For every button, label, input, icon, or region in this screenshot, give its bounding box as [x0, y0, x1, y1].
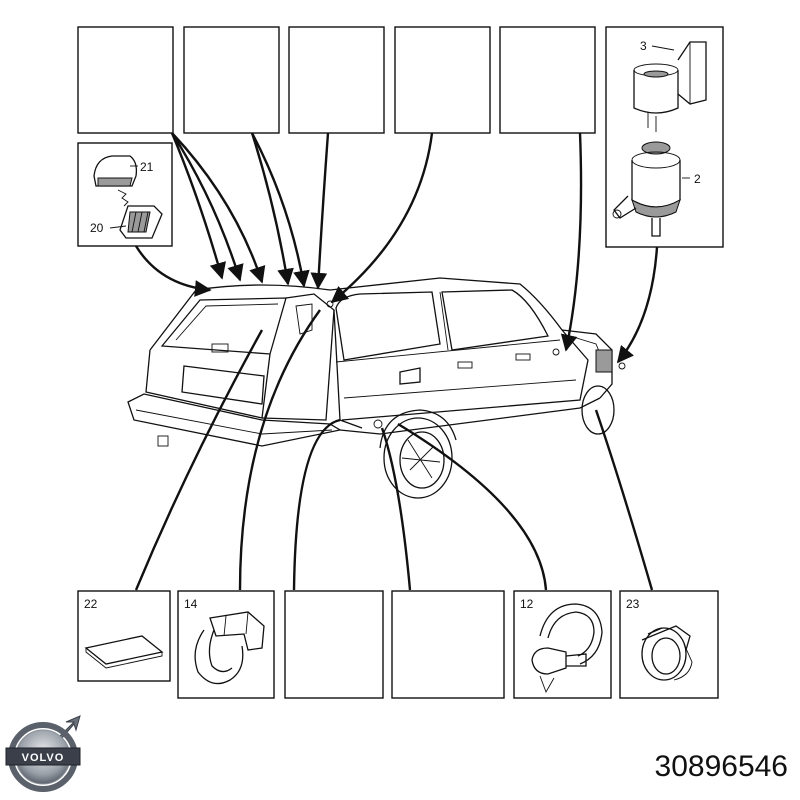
cable-tie-drawing [531, 603, 603, 694]
callout-box-22: 22 [77, 590, 171, 682]
callout-label-12: 12 [520, 597, 534, 611]
callout-label-3: 3 [640, 39, 647, 53]
callout-box-bottom-empty-2 [391, 590, 505, 699]
callout-label-21: 21 [140, 160, 154, 174]
callout-label-22: 22 [84, 597, 98, 611]
volvo-logo: VOLVO [5, 715, 81, 792]
callout-box-washer-pump: 3 2 [605, 26, 724, 248]
callout-box-12: 12 [513, 590, 612, 699]
callout-box-top-3 [288, 26, 385, 134]
logo-text: VOLVO [22, 752, 65, 764]
callout-label-20: 20 [90, 221, 104, 235]
callout-box-top-1 [77, 26, 174, 134]
callout-label-14: 14 [184, 597, 198, 611]
callout-label-23: 23 [626, 597, 640, 611]
callout-box-23: 23 [619, 590, 719, 699]
callout-box-14: 14 [177, 590, 275, 699]
callout-box-top-5 [499, 26, 596, 134]
leader-3 [651, 45, 675, 51]
leader-20 [109, 225, 127, 229]
callout-box-top-2 [183, 26, 280, 134]
callout-box-bottom-empty-1 [284, 590, 384, 699]
callout-box-nozzle: 21 20 [77, 142, 173, 247]
top-leader-lines [134, 132, 659, 364]
pipe-clamp-drawing [641, 625, 693, 681]
bottom-leader-lines [134, 309, 654, 591]
callout-box-top-4 [394, 26, 491, 134]
logo-bar [5, 747, 81, 766]
washer-pump-drawing [612, 141, 681, 237]
nozzle-grille-drawing [119, 205, 163, 239]
callout-label-2: 2 [694, 172, 701, 186]
washer-nozzle-drawing [93, 155, 138, 207]
hose-clip-drawing [194, 611, 265, 685]
pump-bracket-drawing [633, 41, 707, 132]
car-drawing [127, 277, 626, 499]
part-number: 30896546 [655, 750, 788, 783]
